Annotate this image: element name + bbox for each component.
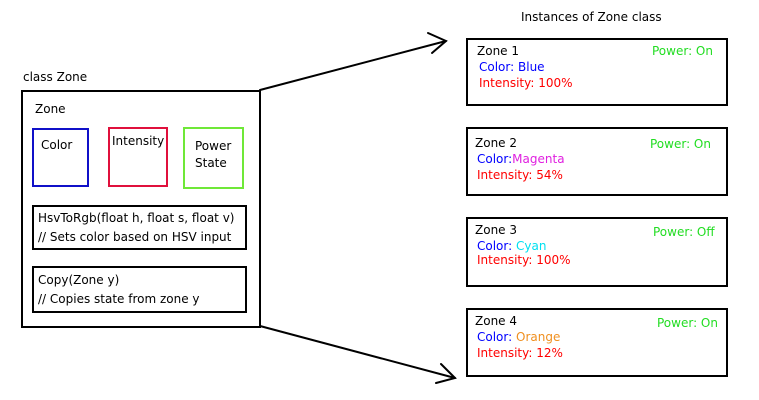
intensity-label: Intensity: <box>479 76 535 90</box>
class-label: class Zone <box>23 70 88 84</box>
intensity-label: Intensity: <box>477 168 533 182</box>
color-value: Orange <box>516 330 561 344</box>
color-label: Color: <box>479 60 515 74</box>
instance-zone-2: Zone 2 Color:Magenta Intensity: 54% Powe… <box>466 127 728 196</box>
method-hsvtorgb-signature: HsvToRgb(float h, float s, float v) <box>38 211 235 225</box>
arrowhead-bottom <box>435 363 457 384</box>
field-power-label-line2: State <box>195 156 227 170</box>
color-label: Color: <box>477 152 513 166</box>
instance-color-line: Color: Orange <box>477 330 560 345</box>
instance-intensity-line: Intensity: 12% <box>477 346 563 361</box>
intensity-value: 100% <box>538 76 573 90</box>
instance-name: Zone 4 <box>475 314 517 328</box>
instance-zone-4: Zone 4 Color: Orange Intensity: 12% Powe… <box>466 308 728 377</box>
instance-intensity-line: Intensity: 54% <box>477 168 563 183</box>
color-value: Cyan <box>516 239 547 253</box>
field-power-label-line1: Power <box>195 139 232 153</box>
instance-name: Zone 3 <box>475 223 517 237</box>
field-intensity-label: Intensity <box>112 134 165 148</box>
color-value: Blue <box>518 60 545 74</box>
arrow-top <box>259 40 447 91</box>
class-zone-box: Zone Color Intensity Power State HsvToRg… <box>21 90 261 328</box>
method-copy-signature: Copy(Zone y) <box>38 273 120 287</box>
instance-power: Power: On <box>652 44 713 58</box>
method-hsvtorgb-comment: // Sets color based on HSV input <box>38 230 232 244</box>
intensity-label: Intensity: <box>477 253 533 267</box>
instance-power: Power: On <box>650 137 711 151</box>
method-copy-box: Copy(Zone y) // Copies state from zone y <box>32 266 247 313</box>
field-power-state-box: Power State <box>183 127 244 189</box>
instance-power: Power: Off <box>653 225 715 239</box>
instance-zone-3: Zone 3 Color: Cyan Intensity: 100% Power… <box>466 217 728 287</box>
intensity-label: Intensity: <box>477 346 533 360</box>
method-copy-comment: // Copies state from zone y <box>38 292 200 306</box>
instance-zone-1: Zone 1 Color: Blue Intensity: 100% Power… <box>466 38 728 106</box>
instance-name: Zone 1 <box>477 44 519 58</box>
instance-intensity-line: Intensity: 100% <box>479 76 573 91</box>
field-color-box: Color <box>32 128 89 187</box>
instance-color-line: Color:Magenta <box>477 152 565 167</box>
field-color-label: Color <box>41 138 73 152</box>
field-intensity-box: Intensity <box>108 127 168 187</box>
color-label: Color: <box>477 330 513 344</box>
instances-title: Instances of Zone class <box>521 10 662 24</box>
intensity-value: 12% <box>536 346 563 360</box>
instance-name: Zone 2 <box>475 136 517 150</box>
instance-power: Power: On <box>657 316 718 330</box>
instance-intensity-line: Intensity: 100% <box>477 253 571 268</box>
intensity-value: 54% <box>536 168 563 182</box>
method-hsvtorgb-box: HsvToRgb(float h, float s, float v) // S… <box>32 205 247 250</box>
instance-color-line: Color: Blue <box>479 60 545 75</box>
color-label: Color: <box>477 239 513 253</box>
color-value: Magenta <box>512 152 565 166</box>
intensity-value: 100% <box>536 253 571 267</box>
arrow-bottom <box>259 325 456 379</box>
instance-color-line: Color: Cyan <box>477 239 546 254</box>
class-title: Zone <box>35 102 66 116</box>
arrowhead-top <box>427 32 448 54</box>
